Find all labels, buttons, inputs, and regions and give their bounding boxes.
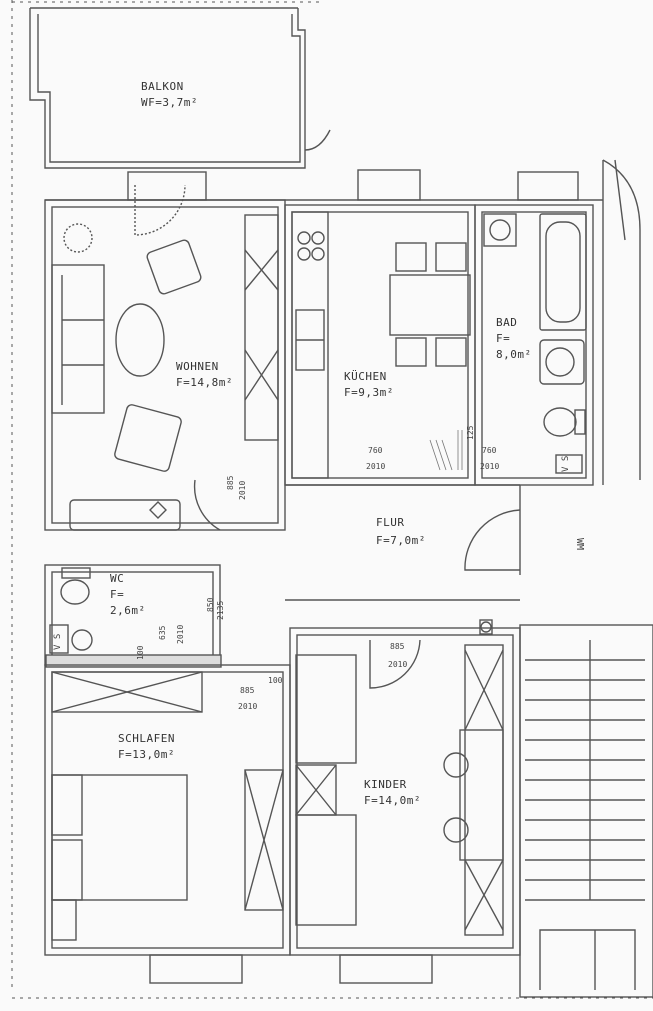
- wall-kuechen: [284, 204, 476, 486]
- window-schlafen: [149, 954, 243, 984]
- sofa: [51, 264, 105, 414]
- bed-kinder: [295, 814, 357, 926]
- wall-kinder: [289, 627, 521, 956]
- wc-hatch: [45, 654, 222, 668]
- entrance-door: [539, 929, 636, 990]
- room-name-bad: BAD: [496, 316, 518, 329]
- stove-burner-2: [311, 231, 325, 245]
- plant-icon: [63, 223, 93, 253]
- room-area-bad-1: F=: [496, 332, 511, 345]
- stove-burner-3: [297, 247, 311, 261]
- washbasin-bad: [483, 213, 517, 247]
- room-area-schlafen: F=13,0m²: [118, 748, 175, 761]
- room-name-kinder: KINDER: [364, 778, 407, 791]
- toilet-bad: [543, 407, 577, 437]
- flur-door-arc: [464, 509, 521, 571]
- bed-schlafen: [51, 774, 188, 901]
- vs-box-bad: [555, 454, 583, 474]
- dim-wc-niche-height: 2010: [176, 624, 185, 644]
- shelf-schlafen: [244, 769, 284, 911]
- balcony-inner: [37, 14, 301, 163]
- dim-wc-niche-width: 635: [158, 625, 167, 640]
- kitchen-counter: [291, 211, 329, 479]
- wall-bad: [474, 204, 594, 486]
- dim-wc-sill: 100: [136, 645, 145, 660]
- washbasin-bad-2: [539, 339, 585, 385]
- dim-kuechen-door-width: 760: [368, 446, 383, 455]
- wohnen-door-arc: [193, 479, 221, 531]
- room-area-wc-1: F=: [110, 588, 125, 601]
- window-bad-top: [517, 171, 579, 201]
- bathtub: [539, 213, 587, 331]
- room-area-bad-2: 8,0m²: [496, 348, 532, 361]
- wardrobe-kinder: [295, 654, 357, 764]
- sideboard-living: [69, 499, 181, 531]
- dim-wc-door-width: 850: [206, 597, 215, 612]
- balcony-outline: [29, 8, 306, 169]
- room-name-balkon: BALKON: [141, 80, 184, 93]
- dim-bad-small: 125: [466, 425, 475, 440]
- armchair-2: [114, 404, 182, 472]
- dim-wc-door-height: 2135: [216, 600, 225, 620]
- wm-label: WM: [574, 538, 585, 551]
- room-area-wohnen: F=14,8m²: [176, 376, 233, 389]
- window-wohnen-top: [127, 171, 207, 201]
- plant-icon-2: [149, 501, 167, 519]
- washbasin-wc: [71, 629, 93, 651]
- chair-kinder-1: [443, 752, 469, 778]
- vs-label-wc: V S: [53, 633, 63, 650]
- stove-burner-1: [297, 231, 311, 245]
- room-area-kinder: F=14,0m²: [364, 794, 421, 807]
- room-area-wc-2: 2,6m²: [110, 604, 146, 617]
- room-name-wohnen: WOHNEN: [176, 360, 219, 373]
- vs-box-wc: [49, 624, 69, 654]
- room-name-kuechen: KÜCHEN: [344, 370, 387, 383]
- dim-bad-door-width: 760: [482, 446, 497, 455]
- dim-schlafen-door-width: 885: [240, 686, 255, 695]
- dim-schlafen-door-height: 2010: [238, 702, 258, 711]
- chair-kinder-2: [443, 817, 469, 843]
- dim-kinder-door-width: 885: [390, 642, 405, 651]
- stair-curve-top: [602, 159, 641, 480]
- balcony-corner-curve: [304, 129, 331, 151]
- toilet-wc: [60, 579, 90, 605]
- room-name-flur: FLUR: [376, 516, 405, 529]
- vs-label-bad: V S: [561, 455, 571, 472]
- dim-kuechen-door-height: 2010: [366, 462, 386, 471]
- room-name-wc: WC: [110, 572, 125, 585]
- coffee-table: [115, 303, 165, 377]
- armchair-1: [146, 239, 202, 295]
- room-area-flur: F=7,0m²: [376, 534, 426, 547]
- room-area-balkon: WF=3,7m²: [141, 96, 198, 109]
- stairs: [525, 640, 645, 901]
- window-kuechen-top: [357, 169, 421, 201]
- room-area-kuechen: F=9,3m²: [344, 386, 394, 399]
- dim-wohnen-door-width: 885: [226, 475, 235, 490]
- dim-wohnen-door-height: 2010: [238, 480, 247, 500]
- balcony-door-arc: [134, 184, 186, 236]
- dim-kinder-door-height: 2010: [388, 660, 408, 669]
- room-name-schlafen: SCHLAFEN: [118, 732, 175, 745]
- stove-burner-4: [311, 247, 325, 261]
- dim-bad-door-height: 2010: [480, 462, 500, 471]
- wardrobe-schlafen: [51, 671, 203, 713]
- dim-schlafen-sill: 100: [268, 676, 283, 685]
- shelf-living: [244, 214, 279, 441]
- window-kinder: [339, 954, 433, 984]
- kinder-door-arc: [369, 639, 421, 689]
- dining-table: [389, 274, 471, 336]
